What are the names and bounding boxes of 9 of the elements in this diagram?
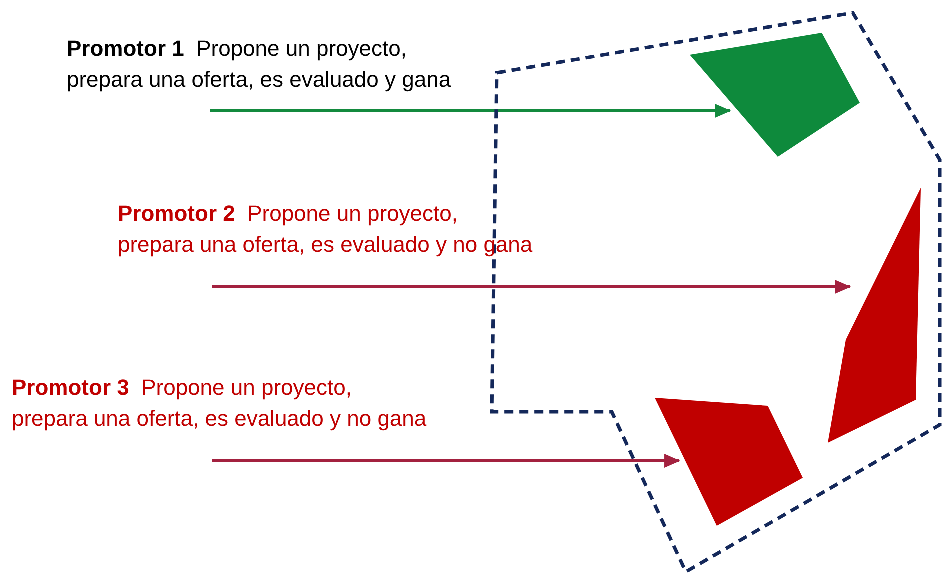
promoter-description: Promotor 1 Propone un proyecto, prepara una oferta, es evaluado y gana [67,33,461,109]
arrow [212,280,852,294]
quadrilateral-shape [690,33,860,157]
arrow [210,104,732,118]
promoter-description: Promotor 2 Propone un proyecto, prepara una oferta, es evaluado y no gana [118,198,536,285]
quadrilateral-shape [828,188,921,443]
arrow [212,454,681,468]
promoter-description: Promotor 3 Propone un proyecto, prepara una oferta, es evaluado y no gana [12,372,430,459]
quadrilateral-shape [655,398,803,526]
